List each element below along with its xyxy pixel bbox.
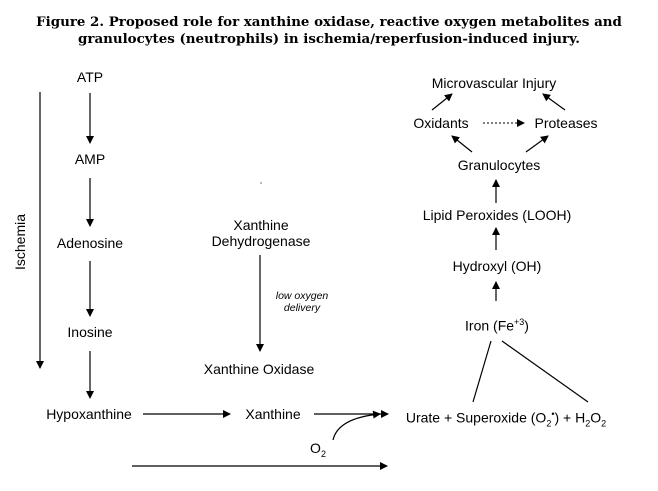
node-atp: ATP (76, 69, 104, 85)
arrow-oxidants-injury (431, 93, 453, 111)
figure-title: Figure 2. Proposed role for xanthine oxi… (0, 14, 658, 48)
node-hydroxyl: Hydroxyl (OH) (452, 258, 542, 274)
node-xdh-line1: Xanthine (233, 217, 289, 233)
arrow-granulocytes-oxidants (451, 135, 473, 153)
line-superoxide-iron (472, 340, 492, 403)
iron-sup: +3 (514, 317, 525, 327)
superoxide-sup: • (551, 409, 555, 419)
node-xanthine: Xanthine (245, 406, 301, 422)
node-urate-superoxide-h2o2: Urate + Superoxide (O2•) + H2O2 (406, 406, 606, 431)
node-xanthine-dehydrogenase: Xanthine Dehydrogenase (212, 217, 311, 249)
iron-suffix: ) (524, 317, 529, 334)
arrow-proteases-injury (542, 93, 566, 111)
node-lipid-peroxides: Lipid Peroxides (LOOH) (422, 207, 572, 223)
line-h2o2-iron (501, 340, 589, 403)
low-oxygen-line1: low oxygen (275, 290, 329, 302)
speck (260, 182, 262, 184)
h2o2-sub: 2 (585, 418, 591, 429)
o2-base: O (310, 440, 321, 456)
node-proteases: Proteases (534, 115, 598, 131)
node-hypoxanthine: Hypoxanthine (46, 406, 132, 422)
h2o2-mid: O (590, 409, 602, 426)
node-inosine: Inosine (67, 324, 113, 340)
figure-title-line2: granulocytes (neutrophils) in ischemia/r… (78, 31, 580, 47)
figure-title-line1: Figure 2. Proposed role for xanthine oxi… (36, 14, 622, 30)
urate-superoxide-text: Urate + Superoxide (O (405, 409, 547, 426)
superoxide-sub: 2 (546, 418, 552, 429)
low-oxygen-line2: delivery (283, 302, 321, 314)
ischemia-label: Ischemia (12, 213, 28, 270)
o2-sub: 2 (320, 448, 326, 459)
node-iron: Iron (Fe+3) (465, 314, 529, 334)
node-adenosine: Adenosine (56, 235, 124, 251)
node-o2: O2 (310, 440, 326, 462)
node-granulocytes: Granulocytes (457, 157, 541, 173)
arrow-granulocytes-proteases (525, 135, 549, 153)
node-microvascular-injury: Microvascular Injury (431, 75, 557, 91)
node-oxidants: Oxidants (413, 115, 469, 131)
low-oxygen-note: low oxygen delivery (276, 290, 329, 314)
h2o2-sub2: 2 (601, 418, 607, 429)
node-xdh-line2: Dehydrogenase (211, 233, 311, 249)
node-xanthine-oxidase: Xanthine Oxidase (203, 361, 315, 377)
node-amp: AMP (74, 151, 106, 167)
plus-h2o2-text: ) + H (554, 409, 586, 426)
arrow-o2-curve (332, 410, 381, 441)
iron-prefix: Iron (Fe (465, 317, 515, 334)
